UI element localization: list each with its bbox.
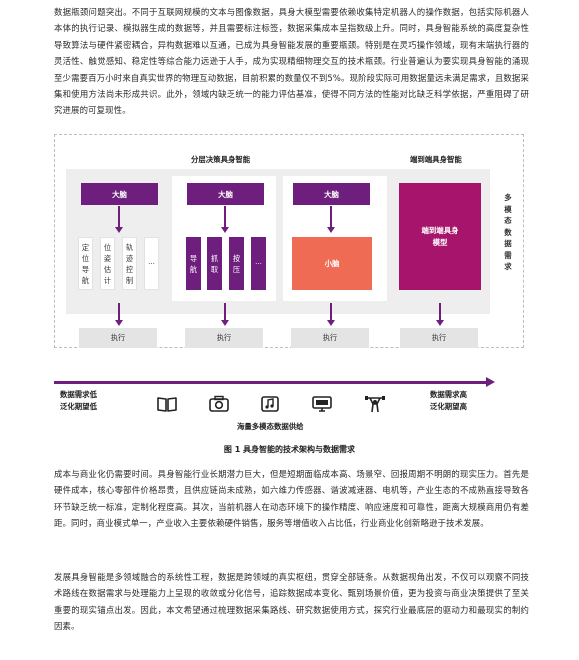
execute-box-col4: 执行 bbox=[400, 328, 478, 348]
paragraph-cost-commercialization: 成本与商业化仍需要时间。具身智能行业长期潜力巨大，但是短期面临成本高、场景窄、回… bbox=[54, 469, 529, 529]
arrow-down-col2-bottom bbox=[221, 303, 229, 326]
figure-caption: 图 1 具身智能的技术架构与数据需求 bbox=[223, 445, 356, 454]
end-to-end-model-box: 端到端具身模型 bbox=[399, 183, 481, 290]
execute-box-col3: 执行 bbox=[291, 328, 369, 348]
weightlifter-icon bbox=[364, 394, 386, 414]
axis-arrowhead bbox=[486, 377, 495, 387]
axis-left-line-2: 泛化期望低 bbox=[60, 401, 97, 411]
data-demand-axis bbox=[54, 381, 488, 384]
label-end-to-end: 端到端具身智能 bbox=[410, 155, 462, 164]
camera-icon bbox=[208, 394, 230, 414]
multimodal-data-demand-label: 多模态数据需求 bbox=[504, 193, 512, 271]
module-navigation: 导航 bbox=[186, 237, 201, 290]
module-trajectory-control: 轨迹控制 bbox=[122, 237, 137, 290]
module-grasp: 抓取 bbox=[207, 237, 222, 290]
paragraph-data-bottleneck: 数据瓶颈问题突出。不同于互联网规模的文本与图像数据，具身大模型需要依赖收集特定机… bbox=[54, 7, 529, 116]
brain-box-col1: 大脑 bbox=[81, 183, 158, 205]
axis-right-line-1: 数据需求高 bbox=[430, 390, 467, 399]
module-pose-estimation: 位姿估计 bbox=[100, 237, 115, 290]
book-icon bbox=[156, 394, 178, 414]
axis-right-label: 数据需求高 泛化期望高 bbox=[430, 389, 467, 412]
module-more-col2: ··· bbox=[251, 237, 266, 290]
music-tablet-icon bbox=[259, 394, 281, 414]
module-press: 按压 bbox=[229, 237, 244, 290]
execute-box-col1: 执行 bbox=[79, 328, 157, 348]
arrow-down-col3-top bbox=[327, 206, 335, 233]
axis-right-line-2: 泛化期望高 bbox=[430, 401, 467, 411]
architecture-diagram bbox=[54, 134, 524, 348]
monitor-icon bbox=[311, 394, 333, 414]
end-to-end-model-text: 端到端具身模型 bbox=[421, 225, 459, 247]
axis-center-label: 海量多模态数据供给 bbox=[237, 422, 304, 431]
arrow-down-col1-top bbox=[115, 206, 123, 233]
paragraph-development: 发展具身智能是多领域融合的系统性工程，数据是跨领域的真实枢纽，贯穿全部链条。从数… bbox=[54, 572, 529, 632]
axis-left-label: 数据需求低 泛化期望低 bbox=[60, 389, 97, 412]
arrow-down-col2-top bbox=[221, 206, 229, 233]
execute-box-col2: 执行 bbox=[185, 328, 263, 348]
small-brain-box: 小脑 bbox=[292, 237, 372, 290]
module-more-col1: ··· bbox=[144, 237, 159, 290]
module-localization-navigation: 定位导航 bbox=[78, 237, 93, 290]
brain-box-col2: 大脑 bbox=[187, 183, 264, 205]
label-hierarchical: 分层决策具身智能 bbox=[191, 155, 251, 164]
brain-box-col3: 大脑 bbox=[293, 183, 370, 205]
arrow-down-col1-bottom bbox=[115, 303, 123, 326]
axis-left-line-1: 数据需求低 bbox=[60, 390, 97, 399]
arrow-down-col3-bottom bbox=[327, 303, 335, 326]
arrow-down-col4-bottom bbox=[436, 303, 444, 326]
